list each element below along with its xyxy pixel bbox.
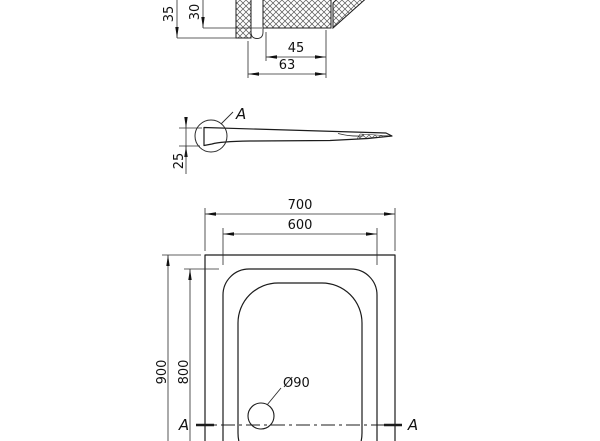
dim-35-label: 35 — [162, 6, 177, 23]
detail-a-label: A — [235, 105, 246, 123]
section-a-label-right: A — [407, 416, 418, 434]
dim-63-label: 63 — [279, 58, 296, 73]
dim-drain-label: Ø90 — [283, 376, 310, 391]
tray-basin-edge — [237, 282, 363, 441]
side-profile-view: A 25 — [172, 105, 393, 174]
rim-channel-outline — [250, 26, 264, 39]
dim-800-label: 800 — [177, 360, 192, 385]
drain-hole — [247, 402, 275, 430]
dim-600-label: 600 — [288, 218, 313, 233]
basin-slope-section — [332, 0, 366, 30]
tray-profile-outline — [203, 126, 393, 147]
drain-leader-line — [266, 387, 282, 406]
dim-25-label: 25 — [172, 153, 187, 170]
rim-wall-section — [235, 0, 252, 39]
dim-45-label: 45 — [288, 41, 305, 56]
detail-callout-circle — [194, 119, 228, 153]
dim-700-label: 700 — [288, 198, 313, 213]
dim-30-label: 30 — [188, 4, 203, 21]
detail-section-view: 35 30 45 63 — [162, 0, 366, 78]
tray-outer-edge — [204, 254, 396, 441]
profile-tip-section — [356, 133, 393, 140]
section-a-label-left: A — [178, 416, 189, 434]
detail-leader-line — [220, 111, 234, 125]
plan-view: Ø90 700 600 900 800 A A — [155, 198, 418, 441]
dim-900-label: 900 — [155, 360, 170, 385]
rim-slab-section — [262, 0, 332, 29]
tray-rim-inner-edge — [222, 268, 378, 441]
